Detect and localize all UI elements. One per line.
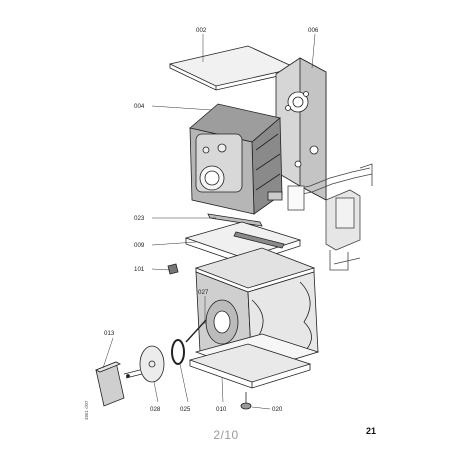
page-indicator: 2/10 <box>213 428 239 442</box>
label-002: 002 <box>196 27 207 34</box>
label-004: 004 <box>134 103 145 110</box>
burner-strip <box>207 213 263 227</box>
leader-lines <box>102 33 316 410</box>
burner-tray <box>184 221 302 265</box>
gasket-ring <box>171 339 185 365</box>
label-013: 013 <box>104 330 115 337</box>
rear-insulation-panel <box>275 57 327 201</box>
label-010: 010 <box>216 406 227 413</box>
heat-exchanger-block <box>189 103 283 215</box>
door-plate <box>123 345 165 383</box>
label-027: 027 <box>198 289 209 296</box>
label-020: 020 <box>272 406 283 413</box>
small-bracket <box>167 263 179 275</box>
page-number: 21 <box>366 426 377 436</box>
gas-valve-assembly <box>287 163 373 271</box>
label-023: 023 <box>134 215 145 222</box>
drawing-code: 4861 cl07 <box>84 400 89 420</box>
foot <box>240 392 252 410</box>
label-028: 028 <box>150 406 161 413</box>
inspection-cover <box>95 361 125 407</box>
label-006: 006 <box>308 27 319 34</box>
label-025: 025 <box>180 406 191 413</box>
label-009: 009 <box>134 242 145 249</box>
sight-rod <box>185 319 207 343</box>
label-101: 101 <box>134 266 145 273</box>
base-tray <box>188 343 312 389</box>
